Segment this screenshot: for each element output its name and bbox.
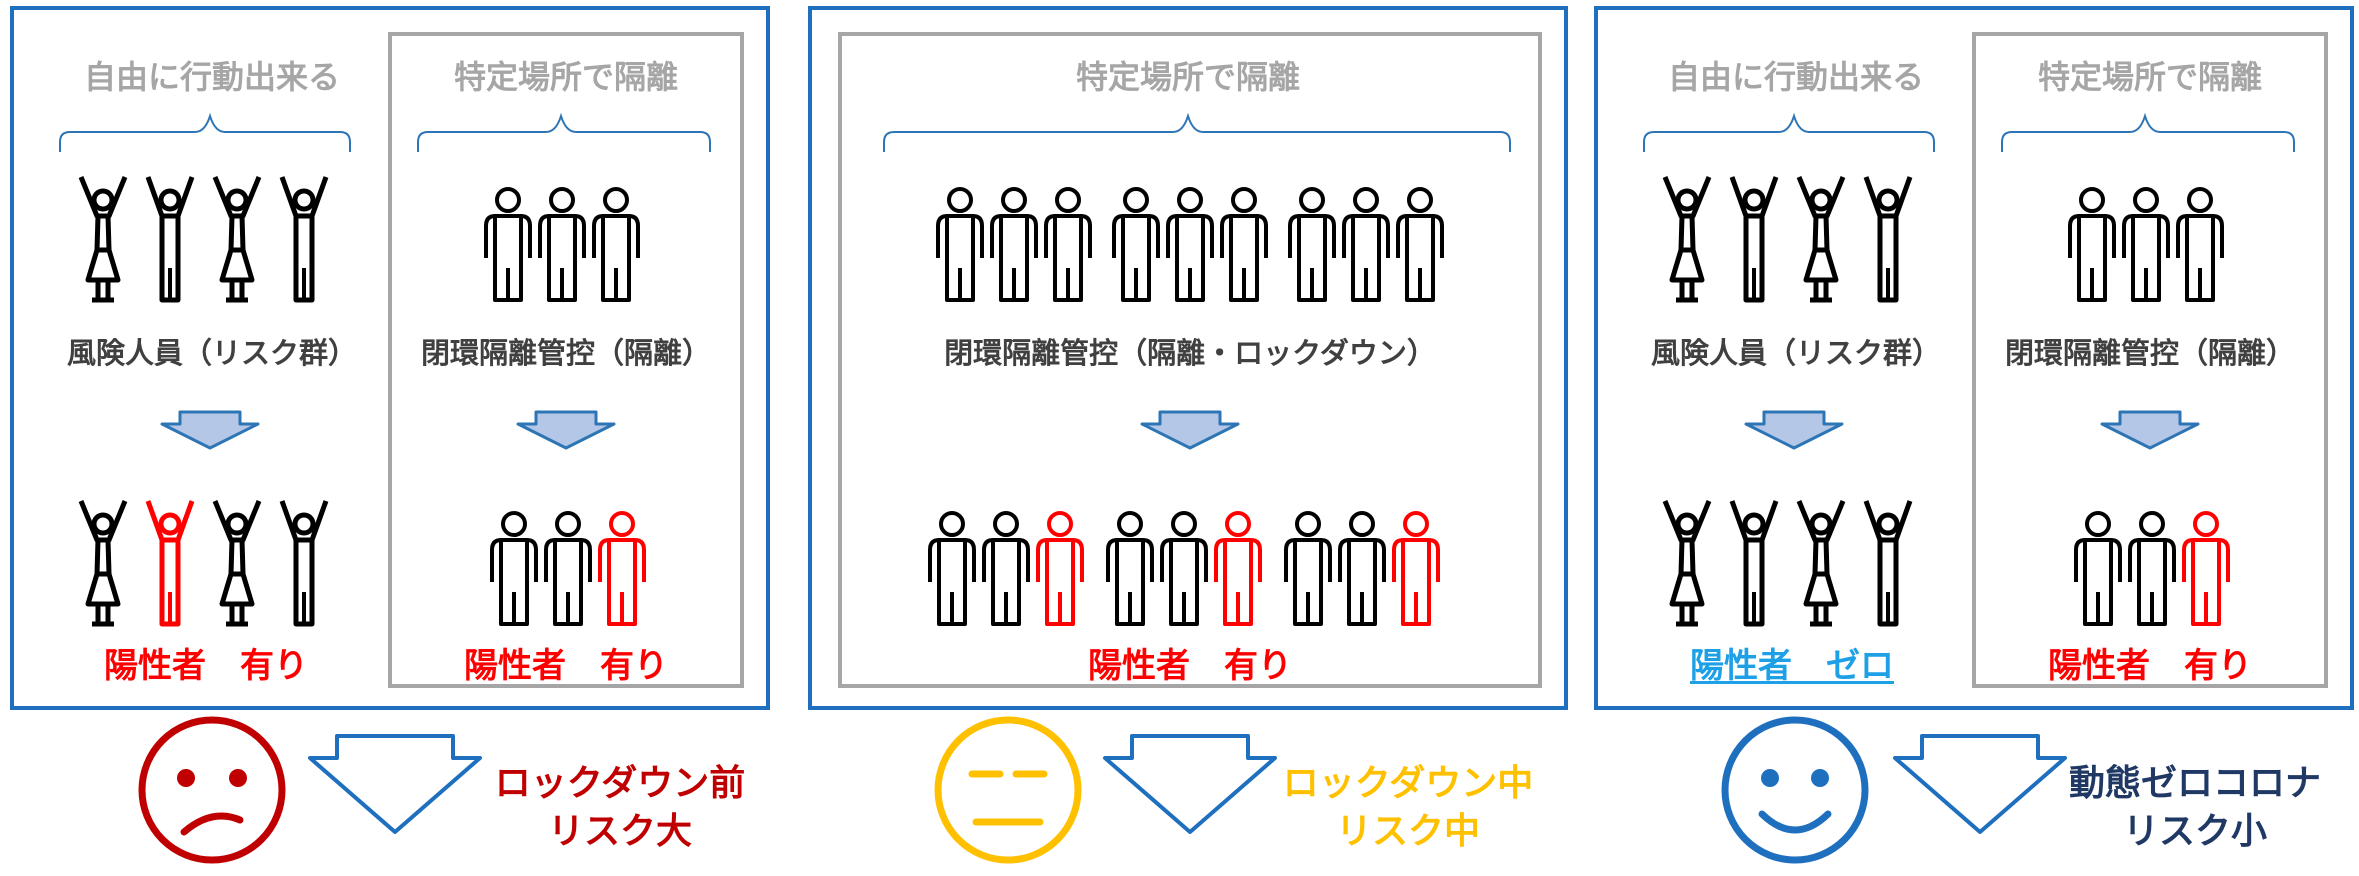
standing-person-icon <box>538 187 586 302</box>
isolation-section-border <box>1972 32 2328 688</box>
section-heading-free: 自由に行動出来る <box>83 58 341 96</box>
caption-line1: ロックダウン前 <box>494 763 746 804</box>
standing-person-icon <box>490 511 538 626</box>
outcome-arrow-icon <box>1893 734 2067 834</box>
free-people-group <box>81 177 326 300</box>
down-arrow-icon <box>2100 410 2200 450</box>
section-heading-isolation: 特定場所で隔離 <box>2037 58 2263 96</box>
result-positive: 陽性者 有り <box>2048 646 2252 686</box>
standing-person-icon <box>484 187 532 302</box>
bracket <box>417 112 711 152</box>
panel-before-lockdown <box>10 6 770 864</box>
bracket <box>1643 112 1935 152</box>
bracket <box>2001 112 2295 152</box>
bracket <box>59 112 351 152</box>
man-arms-up-icon <box>148 177 192 300</box>
isolation-section-border <box>388 32 744 688</box>
group-label-lockdown: 閉環隔離管控（隔離・ロックダウン） <box>944 336 1436 370</box>
group-label-isolation: 閉環隔離管控（隔離） <box>2004 336 2296 370</box>
isolated-people-result-group <box>2074 511 2230 626</box>
result-positive: 陽性者 有り <box>1088 646 1292 686</box>
sad-face-icon <box>138 716 286 864</box>
group-label-isolation: 閉環隔離管控（隔離） <box>420 336 712 370</box>
standing-person-icon <box>592 187 640 302</box>
isolated-people-result-group <box>928 511 1440 626</box>
outcome-arrow-icon <box>1103 734 1277 834</box>
down-arrow-icon <box>516 410 616 450</box>
caption-line2: リスク小 <box>2122 811 2268 852</box>
caption-line2: リスク中 <box>1335 811 1480 852</box>
free-people-result-group <box>1665 501 1910 624</box>
outcome-arrow-icon <box>308 734 482 834</box>
panel-during-lockdown <box>808 6 1568 864</box>
woman-arms-up-icon <box>215 177 259 300</box>
down-arrow-icon <box>1744 410 1844 450</box>
down-arrow-icon <box>160 410 260 450</box>
result-positive: 陽性者 有り <box>464 646 668 686</box>
woman-arms-up-icon <box>81 177 125 300</box>
result-positive: 陽性者 有り <box>104 646 308 686</box>
infected-man-icon <box>148 501 192 624</box>
panel-border <box>10 6 770 710</box>
neutral-face-icon <box>934 716 1082 864</box>
result-zero-positive: 陽性者 ゼロ <box>1690 646 1894 686</box>
panel-border <box>808 6 1568 710</box>
man-arms-up-icon <box>282 501 326 624</box>
caption-during-lockdown: ロックダウン中 リスク中 <box>1283 760 1534 856</box>
panel-border <box>1594 6 2354 710</box>
man-arms-up-icon <box>282 177 326 300</box>
group-label-risk: 風険人員（リスク群） <box>66 336 358 370</box>
infected-person-icon <box>598 511 646 626</box>
section-heading-isolation: 特定場所で隔離 <box>453 58 679 96</box>
section-heading-free: 自由に行動出来る <box>1667 58 1925 96</box>
isolated-people-group <box>484 187 640 302</box>
caption-line1: 動態ゼロコロナ <box>2068 763 2322 804</box>
happy-face-icon <box>1721 716 1869 864</box>
standing-person-icon <box>544 511 592 626</box>
isolated-people-result-group <box>490 511 646 626</box>
isolated-people-group <box>936 187 1444 302</box>
caption-line1: ロックダウン中 <box>1282 763 1534 804</box>
down-arrow-icon <box>1140 410 1240 450</box>
group-label-risk: 風険人員（リスク群） <box>1650 336 1942 370</box>
caption-line2: リスク大 <box>547 811 692 852</box>
free-people-result-group <box>81 501 326 624</box>
isolated-people-group <box>2068 187 2224 302</box>
isolation-section-border <box>838 32 1542 688</box>
woman-arms-up-icon <box>215 501 259 624</box>
panel-dynamic-zero-covid <box>1594 6 2354 864</box>
free-people-group <box>1665 177 1910 300</box>
bracket <box>883 112 1511 152</box>
caption-dynamic-zero-covid: 動態ゼロコロナ リスク小 <box>2069 760 2321 856</box>
woman-arms-up-icon <box>81 501 125 624</box>
section-heading-isolation: 特定場所で隔離 <box>1075 58 1301 96</box>
caption-before-lockdown: ロックダウン前 リスク大 <box>495 760 746 856</box>
